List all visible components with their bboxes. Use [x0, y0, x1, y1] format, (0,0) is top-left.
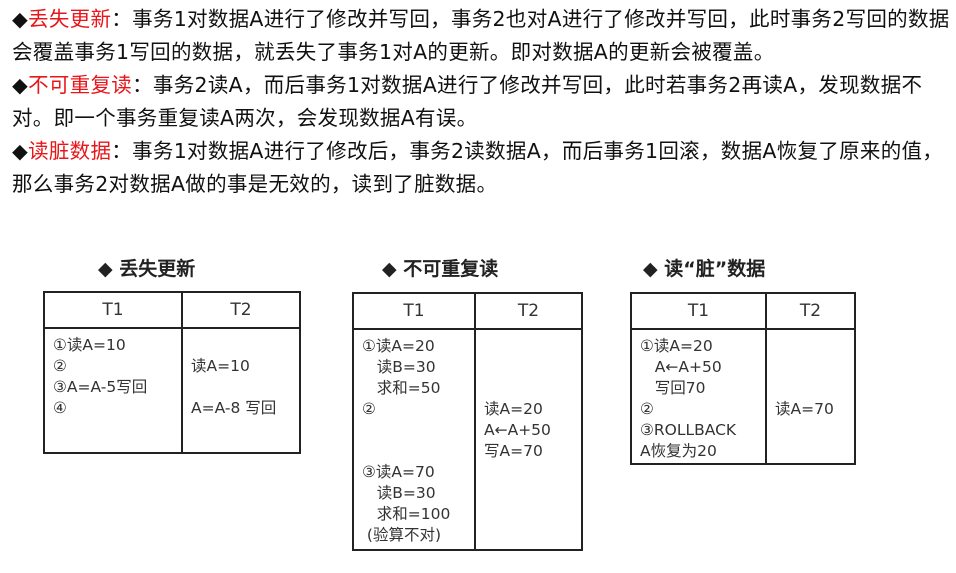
definition-non-repeatable-read: ◆不可重复读：事务2读A，而后事务1对数据A进行了修改并写回，此时若事务2再读A…: [12, 73, 923, 130]
table-title-non-repeatable-read: ◆ 不可重复读: [382, 258, 499, 280]
definitions: ◆丢失更新：事务1对数据A进行了修改并写回，事务2也对A进行了修改并写回，此时事…: [12, 3, 952, 201]
definition-lost-update: ◆丢失更新：事务1对数据A进行了修改并写回，事务2也对A进行了修改并写回，此时事…: [12, 7, 950, 64]
table-title-lost-update: ◆ 丢失更新: [98, 258, 196, 280]
table-title-dirty-read: ◆ 读“脏”数据: [643, 258, 766, 280]
definition-dirty-read: ◆读脏数据：事务1对数据A进行了修改后，事务2读数据A，而后事务1回滚，数据A恢…: [12, 139, 944, 196]
